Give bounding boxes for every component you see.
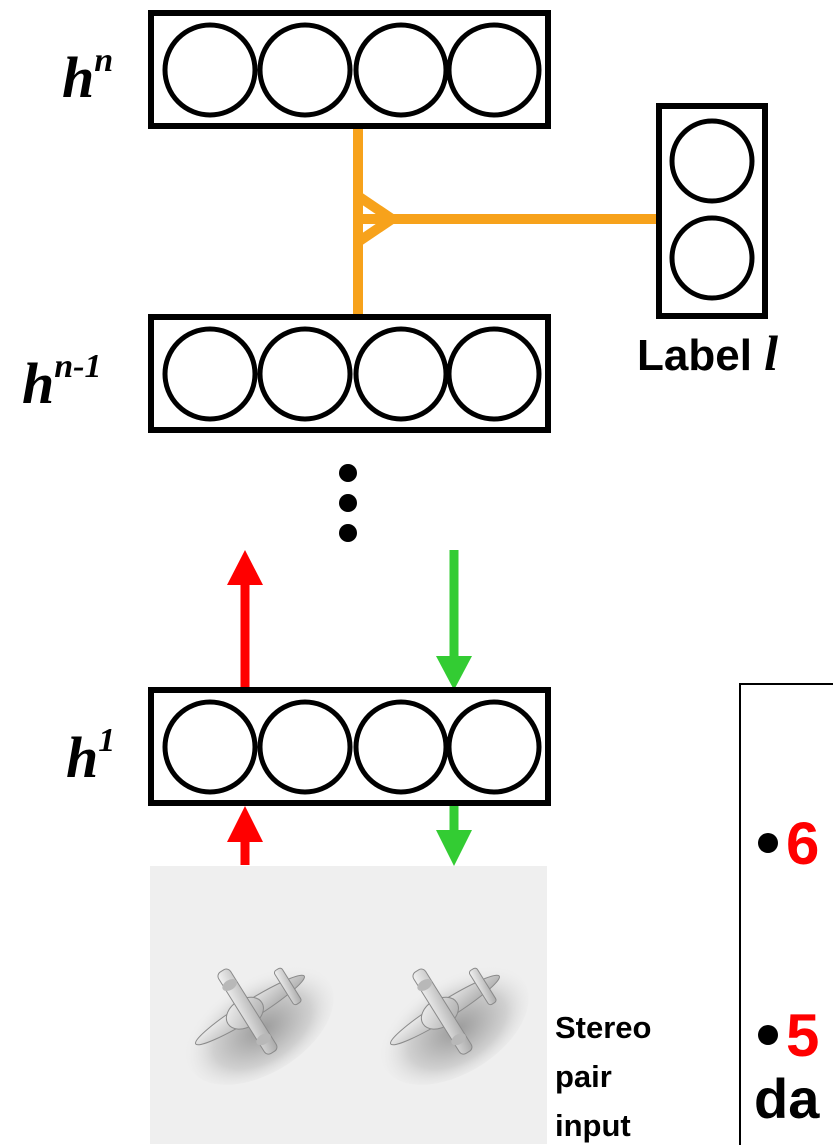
unit [162, 22, 258, 118]
unit [446, 22, 542, 118]
unit [446, 326, 542, 422]
unit [446, 699, 542, 795]
airplane-right-image [380, 965, 529, 1085]
unit [257, 326, 353, 422]
layer-h1-units [162, 699, 542, 795]
layer-h1 [148, 687, 551, 806]
unit [257, 699, 353, 795]
stereo-pair-image [150, 866, 547, 1144]
input-caption-line-1: Stereo [555, 1010, 651, 1045]
label-unit [669, 215, 755, 301]
info-bullet-1: 6 [786, 810, 819, 877]
label-connection [353, 126, 659, 315]
down-arrow-lower [436, 806, 472, 866]
airplane-left-image [185, 965, 334, 1085]
unit [257, 22, 353, 118]
info-bullet-2: 5 [786, 1002, 819, 1069]
layer-hn-1-units [162, 326, 542, 422]
label-caption: Label l [637, 325, 778, 381]
label-layer [656, 103, 768, 319]
input-caption-line-3: input [555, 1108, 631, 1143]
layer-hn-units [162, 22, 542, 118]
down-arrow-upper [436, 550, 472, 690]
ellipsis-dots [339, 464, 357, 542]
bullet-dot-2 [758, 1025, 778, 1045]
label-unit [669, 118, 755, 204]
up-arrow-lower [227, 806, 263, 865]
layer-hn [148, 10, 551, 129]
unit [353, 699, 449, 795]
info-box-border [739, 683, 833, 1145]
unit [162, 699, 258, 795]
layer-label-hn-1: hn-1 [22, 348, 102, 416]
layer-hn-1 [148, 314, 551, 433]
layer-label-hn: hn [62, 42, 113, 110]
info-line-3: da [754, 1067, 820, 1130]
input-caption: Stereo pair input [555, 1010, 651, 1143]
unit [353, 22, 449, 118]
input-caption-line-2: pair [555, 1059, 612, 1094]
unit [162, 326, 258, 422]
unit [353, 326, 449, 422]
up-arrow-upper [227, 550, 263, 690]
bullet-dot-1 [758, 833, 778, 853]
layer-label-h1: h1 [66, 722, 115, 790]
info-box: 6 5 da [739, 683, 833, 1145]
